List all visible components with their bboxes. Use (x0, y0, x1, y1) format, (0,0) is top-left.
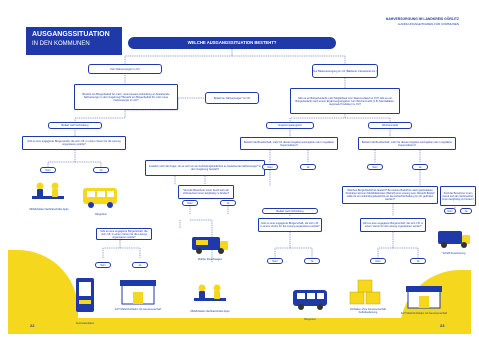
food-truck-illustration (190, 232, 230, 256)
node-kein-nahversorger: Kein Nahversorger im Ort (88, 64, 162, 74)
answer-nein-2: Nein (262, 164, 278, 170)
question-bar (128, 37, 336, 49)
answer-ja-6: Ja (132, 262, 148, 268)
outcome-buergerbus: Bürgerbus (95, 213, 107, 216)
answer-nein-3: Nein (367, 164, 383, 170)
node-besteht-bereitschaft-1: Besteht die Bereitschaft, mehr für diese… (240, 137, 338, 150)
node-engagierte-buerger-2: Gibt es eine engagierte Bürgerschaft, di… (96, 228, 152, 240)
answer-ja-1: Ja (93, 167, 109, 173)
node-engagierte-buerger: Gibt es eine engagierte Bürgerschaft, di… (22, 136, 126, 150)
answer-nein-6: Nein (95, 262, 111, 268)
page-number-left: 22 (30, 323, 35, 328)
answer-ja-5: Ja (460, 208, 472, 214)
node-bedarf-nahversorger: Bedarf an Nahversorger* im Ort (205, 92, 259, 104)
bus-illustration-2 (290, 284, 330, 312)
answer-ja-8: Ja (410, 258, 426, 264)
org-line-2: HANDLUNGSLEITFADEN FÜR KOMMUNEN (398, 22, 459, 26)
page-title: AUSGANGSSITUATION (32, 31, 110, 38)
outcome-mitfahrbank: Mitfahrbänke Nachbarschafts-Apps (29, 208, 69, 211)
page-number-right: 23 (440, 323, 445, 328)
node-sind-bewohner-1: Sind die Bewohner innen bereit sich als … (178, 185, 234, 199)
question-text: WELCHE AUSGANGSSITUATION BESTEHT? (187, 40, 277, 45)
outcome-schnellfinanzierung: Schafft Finanzierung (442, 252, 466, 255)
answer-ja-7: Ja (304, 258, 320, 264)
node-wochenmarkt: Wochenmarkt (368, 122, 412, 129)
outcome-dorfladen-ohne: Dorfladen ohne Genossenschaft Selbstbedi… (350, 308, 386, 314)
node-bedarfs-anbindung-2: Bedarf nach Anbindung (262, 208, 318, 214)
outcome-24-7-markt: 24/7 Markt Dorfladen mit Genossenschaft (114, 308, 162, 311)
answer-nein-8: Nein (370, 258, 386, 264)
answer-ja-2: Ja (300, 164, 316, 170)
page-subtitle: IN DEN KOMMUNEN (32, 41, 90, 47)
answer-nein-4: Nein (182, 200, 198, 206)
outcome-mobiler-fleischerei: Mobiler Fleischwagen (197, 258, 223, 261)
title-block (26, 27, 122, 55)
answer-nein-1: Nein (40, 167, 56, 173)
people-bench-illustration-2 (190, 280, 230, 308)
outcome-buergerbus-2: Bürgerbus (304, 318, 316, 321)
outcome-automatenlaeden: Automatenläden (75, 322, 95, 325)
bus-illustration (80, 182, 120, 210)
yellow-bottom-band (8, 318, 471, 334)
food-truck-illustration-2 (436, 226, 472, 250)
outcome-mitfahrbank-2: Mitfahrbänke Nachbarschafts-Apps (190, 310, 230, 313)
boxes-illustration (346, 278, 390, 308)
answer-ja-4: Ja (220, 200, 236, 206)
node-kritik: Inwiefern sich die Frage, ob es sich um … (145, 160, 265, 176)
node-sind-bewohner-2: Sind die Bewohner innen bereit sich als … (440, 186, 476, 206)
node-besteht-bereitschaft-2: Besteht die Bereitschaft, mehr für diese… (358, 137, 456, 150)
node-gibt-es-ein: Gibt es an Bürgerbedarfs mehr Möglichkei… (290, 88, 400, 114)
store-247-illustration-2 (404, 282, 444, 310)
node-engagierte-buerger-4: Gibt es eine engagierte Bürgerschaft, di… (360, 218, 426, 232)
node-nur-basis: Nur Basisversorgung im Ort (Bäckerei, Fl… (312, 64, 378, 78)
node-besteht-bedarf: Besteht ein Bürgerbedarf für mehr, neue … (74, 84, 178, 110)
answer-ja-3: Ja (412, 164, 428, 170)
store-247-illustration (118, 276, 158, 306)
node-engagierte-buerger-3: Gibt es eine engagierte Bürgerschaft, di… (258, 218, 322, 232)
outcome-24-7-markt-2: 24/7 Markt Dorfladen mit Genossenschaft (400, 312, 448, 315)
org-line-1: NAHVERSORGUNG IM LANDKREIS GÖRLITZ (385, 17, 459, 21)
node-ergaenzungsangebot: Ergänzungsangebot (266, 122, 314, 129)
node-bedarfs-anbindung: Bedarf nach Anbindung (48, 122, 102, 129)
answer-nein-5: Nein (444, 208, 456, 214)
vending-illustration (70, 276, 100, 316)
answer-nein-7: Nein (267, 258, 283, 264)
node-welches-buerger: Welches Bürgerbedürfnis besteht? Bei sei… (342, 186, 438, 204)
people-bench-illustration (28, 178, 68, 206)
